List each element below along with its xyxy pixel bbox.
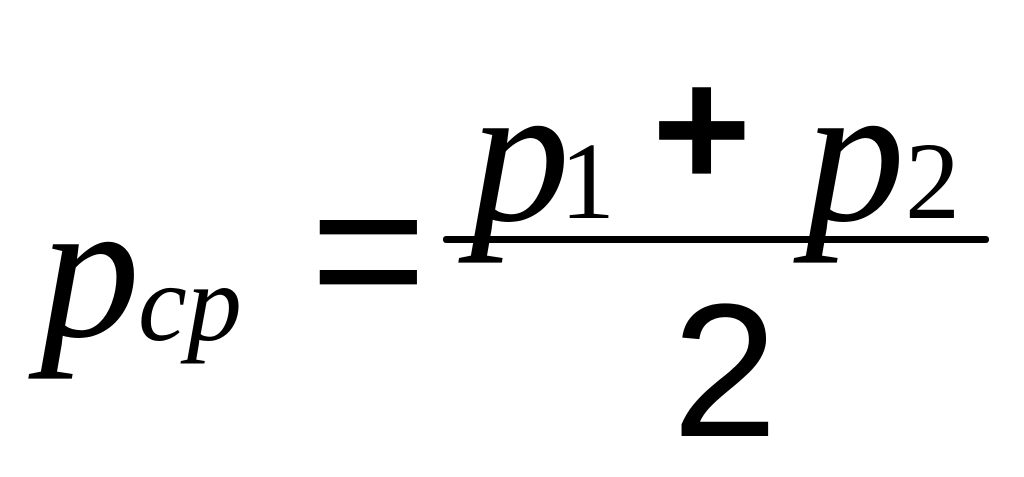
lhs-subscript: cp: [138, 242, 242, 364]
numerator-term1-variable: p: [470, 43, 570, 264]
numerator-term1-subscript: 1: [560, 120, 615, 242]
average-pressure-formula: p cp = p 1 + p 2 2: [40, 34, 989, 477]
fraction-bar: [443, 236, 989, 243]
lhs-variable: p: [40, 159, 140, 380]
denominator: 2: [672, 265, 778, 477]
equals-sign: =: [310, 138, 427, 361]
numerator-term2-subscript: 2: [905, 120, 960, 242]
plus-operator: +: [652, 34, 752, 224]
numerator-term2-variable: p: [805, 43, 905, 264]
